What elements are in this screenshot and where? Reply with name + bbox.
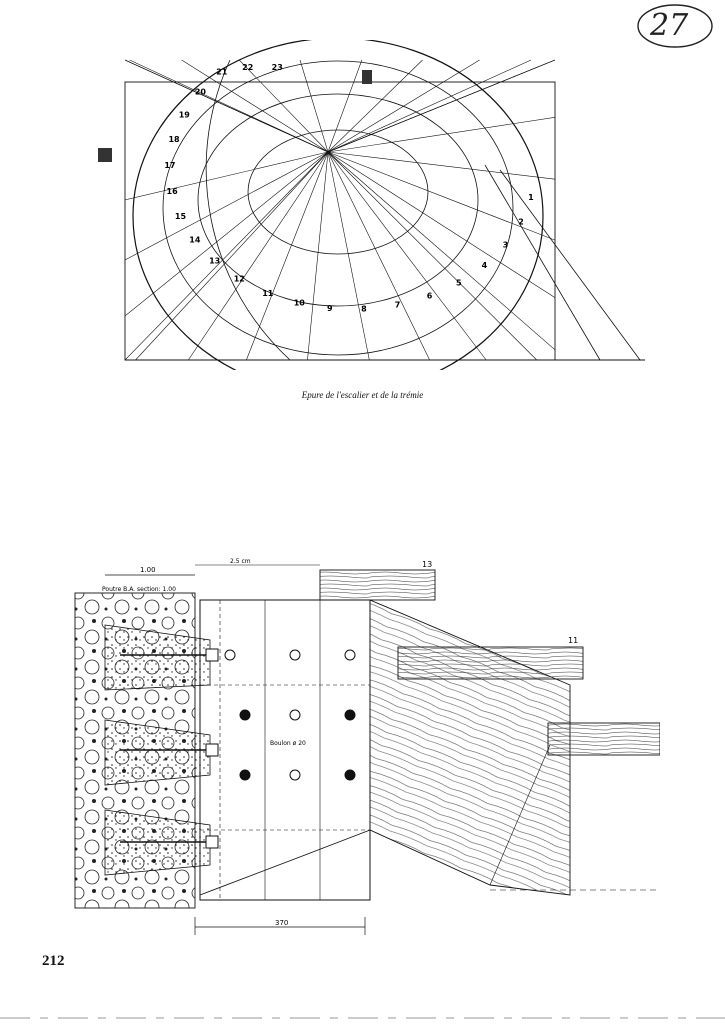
step-number: 17 xyxy=(164,161,175,170)
bolt-hole xyxy=(224,649,236,661)
step-number: 9 xyxy=(327,304,333,313)
plan-ray xyxy=(124,151,329,317)
page-number-stamp: 27 xyxy=(636,2,714,50)
beam-label-13: 13 xyxy=(422,560,432,569)
step-number: 12 xyxy=(234,275,245,284)
step-number: 18 xyxy=(168,135,180,144)
plan-ray xyxy=(327,151,430,361)
bottom-dimension: 370 xyxy=(275,919,288,927)
bolt-hole xyxy=(239,709,251,721)
plan-ray xyxy=(124,151,329,361)
plan-rays xyxy=(124,59,556,361)
bolt-hole xyxy=(344,769,356,781)
bolt-hole xyxy=(239,769,251,781)
step-number: 2 xyxy=(518,218,524,227)
plan-ray xyxy=(188,151,329,361)
wall-label: Poutre B.A. section: 1.00 xyxy=(102,586,176,593)
plan-ray xyxy=(307,151,329,361)
plan-ray xyxy=(327,59,532,153)
top-dimension: 1.00 xyxy=(140,566,156,574)
plan-ray xyxy=(327,151,556,298)
plan-arc xyxy=(162,60,514,356)
plate-note-1: Boulon ø 20 xyxy=(270,740,306,747)
footer-dash-rule xyxy=(0,1017,725,1019)
step-number: 15 xyxy=(175,212,187,221)
plan-caption: Epure de l'escalier et de la trémie xyxy=(301,390,424,400)
step-number: 23 xyxy=(272,63,283,72)
plan-arc xyxy=(197,93,479,307)
step-number: 19 xyxy=(179,110,191,119)
step-number: 8 xyxy=(361,305,367,314)
plan-ray xyxy=(129,59,329,153)
plan-ray xyxy=(327,151,370,361)
plan-ray xyxy=(327,59,556,153)
plan-ray xyxy=(181,59,329,153)
steel-plate xyxy=(199,599,371,901)
bolt-hole xyxy=(289,769,301,781)
stringer-body xyxy=(369,599,571,896)
step-number: 6 xyxy=(427,292,433,301)
timber-beam-13 xyxy=(319,569,436,601)
plan-ray xyxy=(327,151,556,351)
plan-ray xyxy=(327,151,487,361)
plan-ray xyxy=(124,59,329,153)
plan-ray xyxy=(327,151,537,361)
step-number: 16 xyxy=(167,187,179,196)
step-number: 11 xyxy=(262,289,274,298)
top-post xyxy=(362,70,372,84)
bolt-hole xyxy=(344,709,356,721)
step-number: 20 xyxy=(195,88,207,97)
circle-outline xyxy=(637,4,713,48)
step-number: 3 xyxy=(503,241,509,250)
plan-ray xyxy=(124,151,329,201)
plan-frame xyxy=(124,81,556,361)
left-dim: 2.5 cm xyxy=(230,558,251,565)
step-number: 4 xyxy=(482,261,488,270)
plan-ray xyxy=(246,151,329,361)
plan-ray xyxy=(327,151,556,241)
step-number: 5 xyxy=(456,278,462,287)
step-number: 14 xyxy=(189,236,201,245)
bolt-hole xyxy=(289,709,301,721)
page-number-text: 27 xyxy=(650,8,689,43)
plan-arc xyxy=(247,129,429,255)
beam-label-11: 11 xyxy=(568,636,578,645)
plan-ray xyxy=(299,59,329,153)
timber-beam-11 xyxy=(397,646,584,680)
step-number: 13 xyxy=(209,257,220,266)
connection-detail-svg: 1.00 2.5 cm Poutre B.A. section: 1.00 xyxy=(74,558,661,935)
wall-bolts xyxy=(205,648,219,849)
plan-ray xyxy=(135,151,329,361)
bolt-hole xyxy=(344,649,356,661)
step-number: 22 xyxy=(242,63,253,72)
folio-number: 212 xyxy=(42,953,65,969)
plan-ray xyxy=(327,59,363,153)
anchor-wedges xyxy=(104,624,211,876)
step-number: 10 xyxy=(294,299,306,308)
step-number: 1 xyxy=(528,193,534,202)
left-post xyxy=(98,148,112,162)
plan-ray xyxy=(124,151,329,261)
plan-ray xyxy=(238,59,329,153)
step-number: 7 xyxy=(395,300,401,309)
step-number: 21 xyxy=(216,67,228,76)
plan-outer-arc xyxy=(205,59,291,361)
plan-ray xyxy=(327,117,556,153)
plate-bolt-holes xyxy=(224,649,356,781)
timber-beam-lower xyxy=(547,722,661,756)
connection-detail-drawing: 1.00 2.5 cm Poutre B.A. section: 1.00 xyxy=(70,555,661,940)
plan-ray xyxy=(327,151,556,180)
bolt-hole xyxy=(289,649,301,661)
plan-ray xyxy=(327,59,423,153)
